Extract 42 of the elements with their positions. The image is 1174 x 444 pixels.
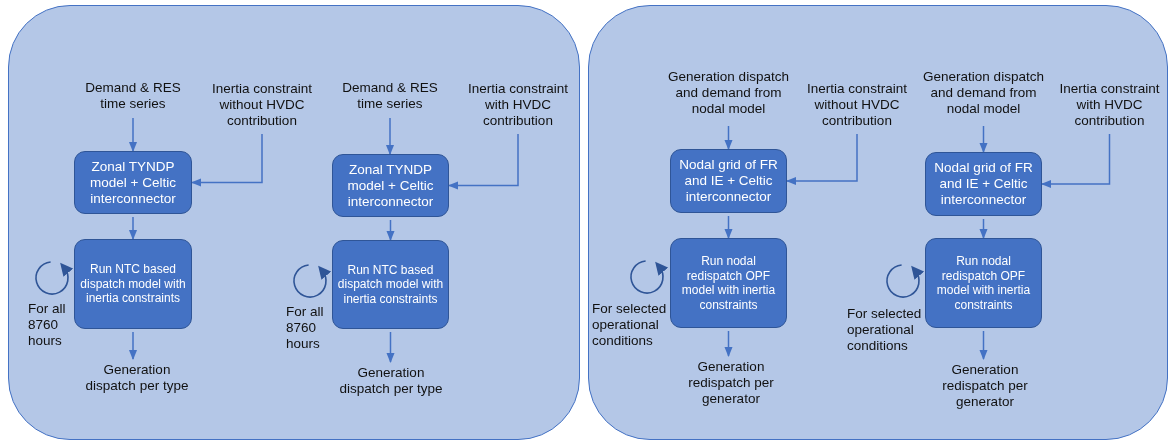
panel-background <box>8 5 580 440</box>
arrow <box>385 117 395 156</box>
panel-background <box>588 5 1168 440</box>
process-box: Run nodal redispatch OPF model with inertia constraints <box>670 238 787 328</box>
arrow <box>979 125 988 154</box>
arrow <box>386 219 395 242</box>
arrow <box>1040 133 1111 189</box>
arrow <box>128 331 138 361</box>
arrow <box>724 330 733 358</box>
flow-label: Inertia constraint without HVDC contribution <box>196 77 328 132</box>
flow-label: Demand & RES time series <box>329 77 451 115</box>
flow-label: Demand & RES time series <box>72 77 194 115</box>
arrow <box>386 331 395 364</box>
process-box: Zonal TYNDP model + Celtic interconnector <box>332 154 449 217</box>
flow-label: Generation dispatch per type <box>333 362 449 400</box>
arrow <box>724 215 733 240</box>
arrow <box>979 330 988 361</box>
arrow <box>447 133 519 190</box>
flow-label: Generation redispatch per generator <box>669 356 793 410</box>
process-box: Run NTC based dispatch model with inertia constraints <box>332 240 449 329</box>
flow-label: Generation dispatch and demand from nodal model <box>923 63 1044 123</box>
loop-caption: For selected operational conditions <box>847 306 923 354</box>
process-box: Run NTC based dispatch model with inertia constraints <box>74 239 192 329</box>
process-box: Run nodal redispatch OPF model with inertia constraints <box>925 238 1042 328</box>
loop-caption: For selected operational conditions <box>592 301 668 349</box>
arrow <box>979 218 988 240</box>
flow-label: Inertia constraint without HVDC contribution <box>796 77 918 132</box>
arrow <box>785 133 858 186</box>
arrow <box>128 117 138 153</box>
flow-label: Generation dispatch per type <box>79 359 195 397</box>
flow-label: Inertia constraint with HVDC contribution <box>1050 77 1169 132</box>
flow-label: Inertia constraint with HVDC contribution <box>456 77 580 132</box>
flow-label: Generation redispatch per generator <box>923 359 1047 413</box>
process-box: Nodal grid of FR and IE + Celtic interconnector <box>670 149 787 213</box>
process-box: Zonal TYNDP model + Celtic interconnector <box>74 151 192 214</box>
arrow <box>190 133 263 187</box>
loop-caption: For all 8760 hours <box>28 301 67 349</box>
flow-label: Generation dispatch and demand from nodal model <box>668 63 789 123</box>
loop-caption: For all 8760 hours <box>286 304 325 352</box>
process-box: Nodal grid of FR and IE + Celtic interconnector <box>925 152 1042 216</box>
arrow <box>128 216 138 241</box>
arrow <box>724 125 733 151</box>
